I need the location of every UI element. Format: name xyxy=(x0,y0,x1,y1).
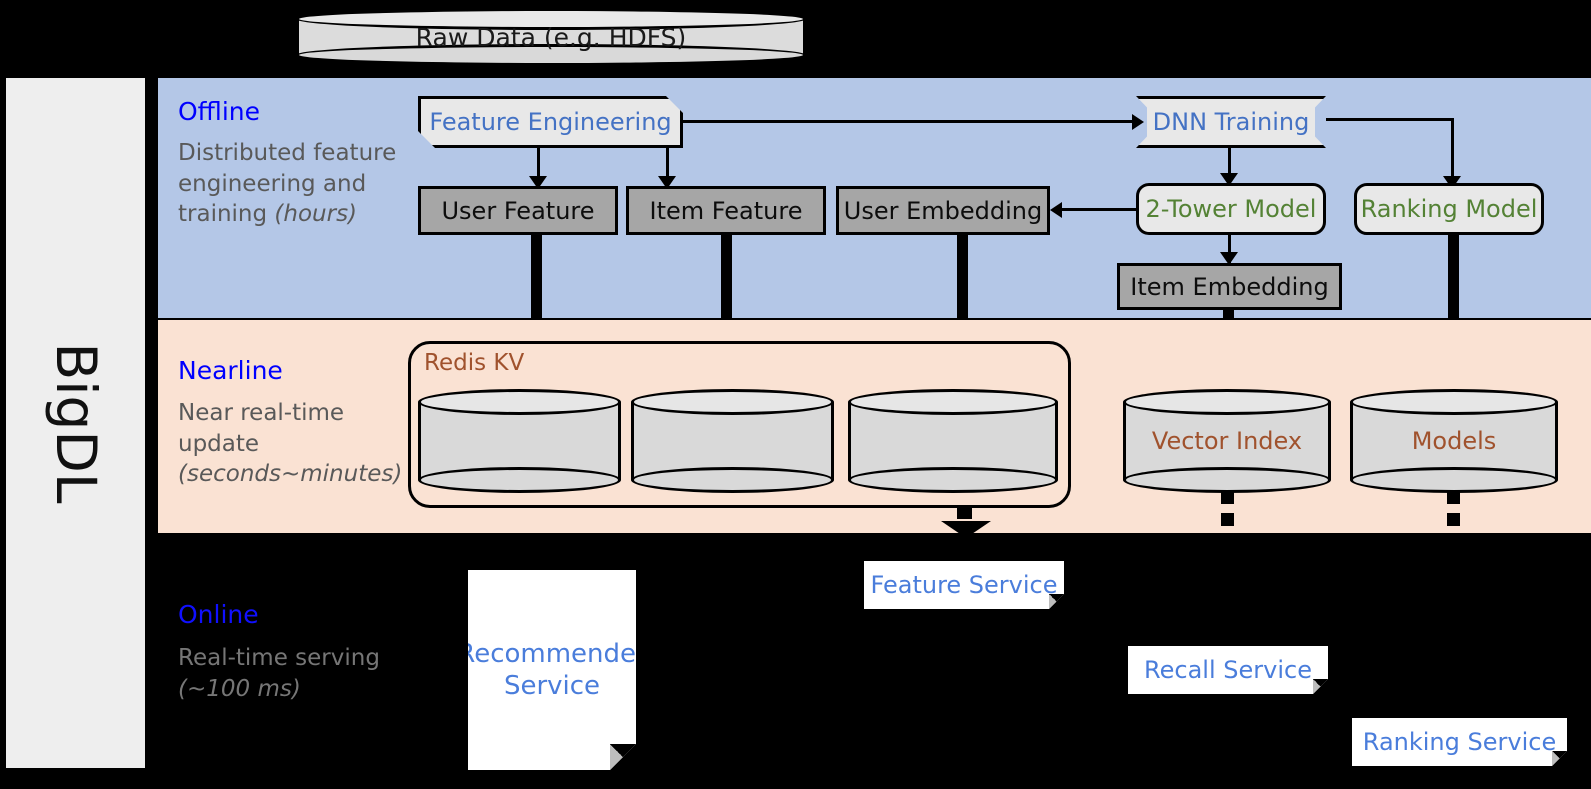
band-nearline-title: Nearline xyxy=(178,356,283,385)
kv-store-1-cylinder[interactable] xyxy=(418,389,621,493)
edge-vectorindex-recall-dash2 xyxy=(1221,513,1234,526)
ranking-service-label: Ranking Service xyxy=(1362,728,1557,756)
cylinder-top xyxy=(296,8,806,30)
band-offline-title: Offline xyxy=(178,97,261,126)
edge-fe-userfeature-arrow xyxy=(529,176,547,189)
edge-rawdata-fe-line xyxy=(549,66,552,80)
edge-fe-dnn-arrow xyxy=(1132,114,1144,130)
edge-fe-itemfeature-arrow xyxy=(658,176,676,189)
ranking-model-node[interactable]: Ranking Model xyxy=(1354,183,1544,235)
edge-vectorindex-recall-dash1 xyxy=(1221,491,1234,504)
models-cylinder[interactable]: Models xyxy=(1350,389,1558,493)
cylinder-top xyxy=(631,389,834,415)
user-feature-label: User Feature xyxy=(441,196,595,225)
band-offline-desc-text: Distributed feature engineering and trai… xyxy=(178,140,397,228)
edge-redis-featureservice-arrow xyxy=(941,521,991,538)
edge-models-ranking-dash2 xyxy=(1447,513,1460,526)
band-online-desc-text: Real-time serving xyxy=(178,645,380,671)
edge-models-ranking-dash1 xyxy=(1447,491,1460,504)
cylinder-top xyxy=(1350,389,1558,415)
edge-userfeature-kv1-line xyxy=(531,235,542,393)
band-online-desc-italic: (~100 ms) xyxy=(178,675,301,702)
redis-kv-label: Redis KV xyxy=(424,350,525,376)
dnn-training-label: DNN Training xyxy=(1152,108,1310,136)
edge-dnn-twotower-line xyxy=(1228,148,1231,180)
band-online-desc: Real-time serving (~100 ms) xyxy=(178,643,393,704)
feature-service-label: Feature Service xyxy=(870,571,1058,599)
user-embedding-node[interactable]: User Embedding xyxy=(836,186,1050,235)
recall-service-node[interactable]: Recall Service xyxy=(1128,646,1328,694)
band-online: Online Real-time serving (~100 ms) xyxy=(158,535,1591,789)
raw-data-cylinder: Raw Data (e.g. HDFS) xyxy=(296,8,806,66)
cylinder-bottom xyxy=(418,467,621,493)
cylinder-top xyxy=(418,389,621,415)
vector-index-cylinder[interactable]: Vector Index xyxy=(1123,389,1331,493)
edge-twotower-useremb-line xyxy=(1062,208,1138,211)
item-embedding-label: Item Embedding xyxy=(1130,272,1329,301)
bigdl-label: BigDL xyxy=(43,342,108,504)
kv-store-2-label xyxy=(631,389,834,493)
models-label: Models xyxy=(1411,427,1497,455)
cylinder-body xyxy=(418,402,621,480)
edge-dnn-twotower-arrow xyxy=(1220,173,1238,186)
ranking-model-label: Ranking Model xyxy=(1360,195,1538,223)
band-nearline-desc-text: Near real-time update xyxy=(178,400,345,457)
two-tower-model-node[interactable]: 2-Tower Model xyxy=(1136,183,1326,235)
ranking-service-node[interactable]: Ranking Service xyxy=(1352,718,1567,766)
feature-service-node[interactable]: Feature Service xyxy=(864,561,1064,609)
band-offline-desc: Distributed feature engineering and trai… xyxy=(178,138,398,230)
vector-index-label: Vector Index xyxy=(1151,427,1303,455)
dnn-training-node[interactable]: DNN Training xyxy=(1136,96,1326,148)
two-tower-model-label: 2-Tower Model xyxy=(1145,195,1317,223)
item-feature-label: Item Feature xyxy=(649,196,803,225)
cylinder-bottom xyxy=(296,44,806,66)
cylinder-top xyxy=(1123,389,1331,415)
edge-itemfeature-kv2-line xyxy=(721,235,732,375)
cylinder-bottom xyxy=(848,467,1058,493)
feature-engineering-node[interactable]: Feature Engineering xyxy=(418,96,683,148)
edge-dnn-ranking-v xyxy=(1451,118,1454,184)
edge-rankingmodel-models-line xyxy=(1448,235,1459,375)
edge-fe-itemfeature-line xyxy=(666,148,669,182)
redis-kv-container xyxy=(408,341,1071,508)
user-embedding-label: User Embedding xyxy=(843,196,1043,225)
edge-twotower-itememb-arrow xyxy=(1220,252,1238,265)
band-offline-desc-italic: (hours) xyxy=(274,201,358,228)
edge-useremb-kv3-line xyxy=(957,235,968,375)
kv-store-1-label xyxy=(418,389,621,493)
edge-twotower-itememb-line xyxy=(1228,235,1231,263)
item-feature-node[interactable]: Item Feature xyxy=(626,186,826,235)
edge-fe-userfeature-line xyxy=(537,148,540,182)
kv-store-3-cylinder[interactable] xyxy=(848,389,1058,493)
item-embedding-node[interactable]: Item Embedding xyxy=(1117,263,1342,310)
raw-data-label: Raw Data (e.g. HDFS) xyxy=(415,22,687,52)
cylinder-bottom xyxy=(1123,467,1331,493)
edge-fe-dnn-line xyxy=(683,120,1135,123)
feature-engineering-label: Feature Engineering xyxy=(429,108,672,136)
band-online-title: Online xyxy=(178,600,259,629)
kv-store-3-label xyxy=(848,389,1058,493)
recall-service-label: Recall Service xyxy=(1144,656,1312,684)
user-feature-node[interactable]: User Feature xyxy=(418,186,618,235)
band-nearline-desc: Near real-time update (seconds~minutes) xyxy=(178,398,413,490)
bigdl-rail: BigDL xyxy=(6,78,145,768)
band-nearline-desc-italic: (seconds~minutes) xyxy=(178,461,403,488)
edge-redis-featureservice-dash xyxy=(957,505,972,519)
cylinder-bottom xyxy=(631,467,834,493)
edge-dnn-ranking-h xyxy=(1326,118,1454,121)
edge-twotower-useremb-arrow xyxy=(1050,202,1062,218)
kv-store-2-cylinder[interactable] xyxy=(631,389,834,493)
cylinder-top xyxy=(848,389,1058,415)
